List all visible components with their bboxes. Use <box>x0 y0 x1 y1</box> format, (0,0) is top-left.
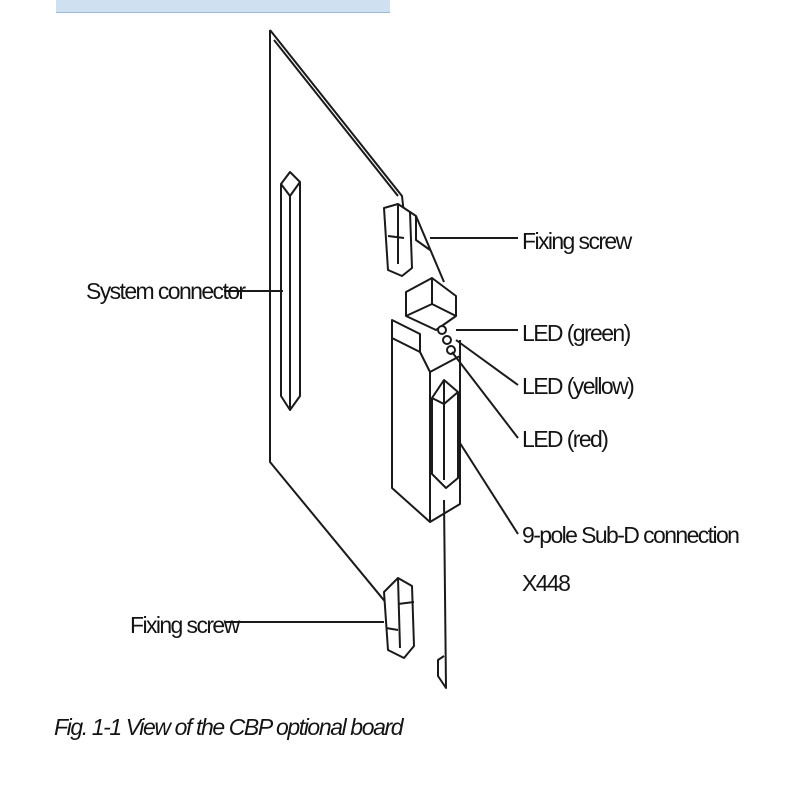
led-green-label: LED (green) <box>522 320 631 346</box>
leader-subd <box>457 439 519 535</box>
led-red-label: LED (red) <box>522 426 609 452</box>
system-connector-shape <box>280 171 301 411</box>
board-top-edge-inner <box>273 39 399 197</box>
bracket-line <box>437 499 447 689</box>
fixing-screw-top-label: Fixing screw <box>522 228 632 254</box>
subd-connection-label: 9-pole Sub-D connection <box>522 522 740 548</box>
fixing-screw-bottom-shape <box>383 577 415 659</box>
figure-caption: Fig. 1-1 View of the CBP optional board <box>54 714 404 740</box>
board-outline <box>269 30 393 611</box>
subd-housing-shape <box>391 277 461 523</box>
fixing-screw-bottom-label: Fixing screw <box>130 612 240 638</box>
system-connector-label: System connector <box>86 278 246 304</box>
section-header-bar <box>56 0 390 13</box>
leader-led-red <box>451 351 519 439</box>
led-yellow-label: LED (yellow) <box>522 373 635 399</box>
leader-led-yellow <box>455 339 519 386</box>
subd-designation-label: X448 <box>522 570 571 596</box>
fixing-screw-top-shape <box>383 203 445 283</box>
